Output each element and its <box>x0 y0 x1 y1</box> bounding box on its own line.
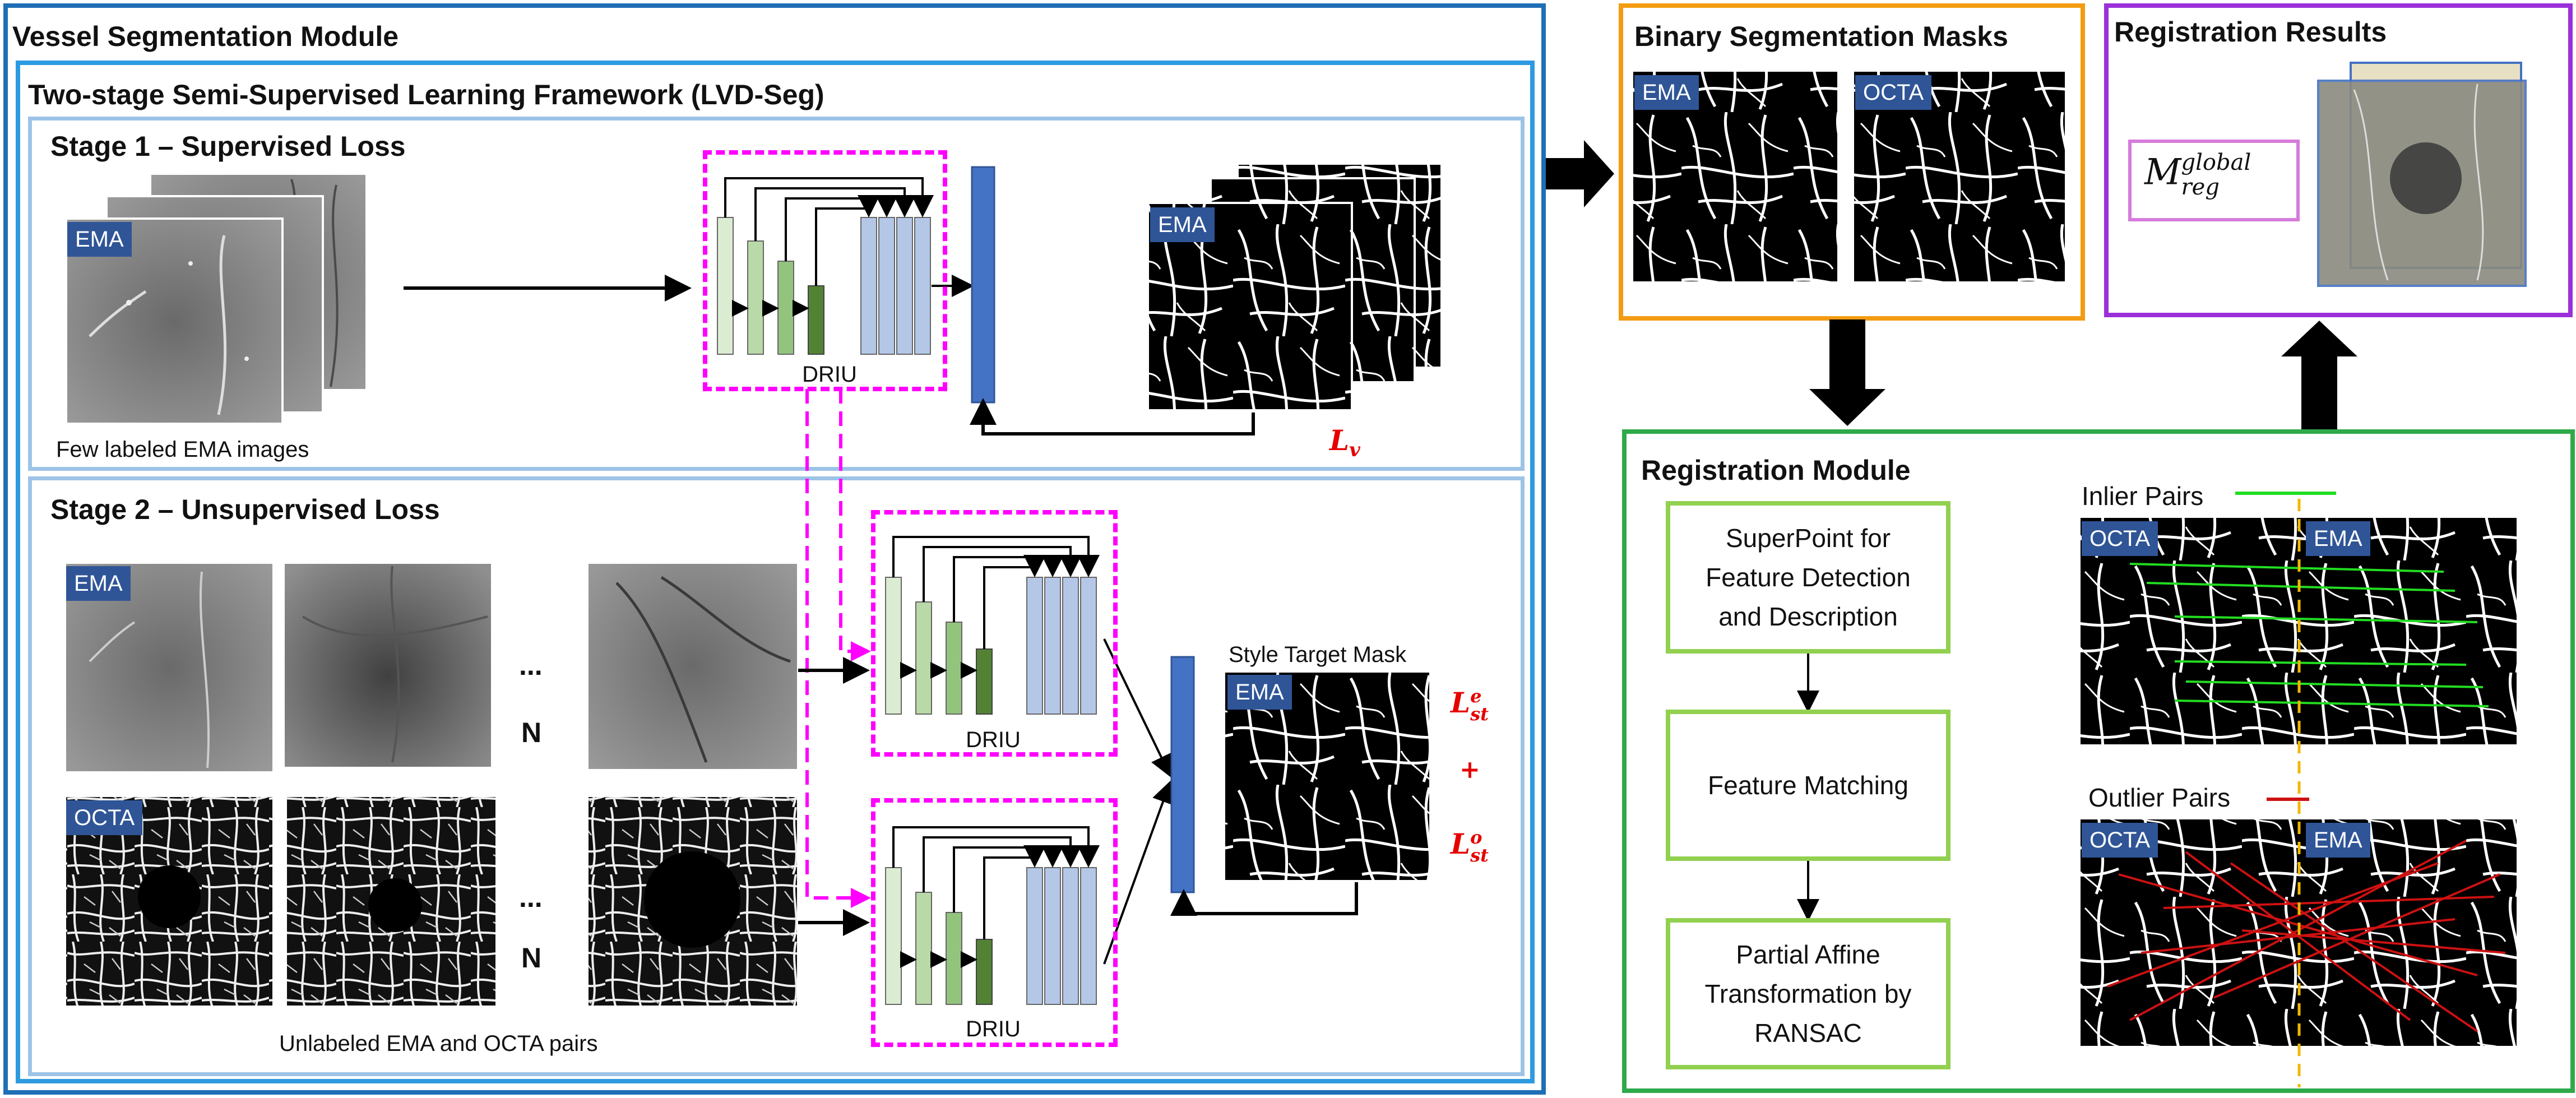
stage1-loss-symbol: L <box>1329 424 1350 457</box>
stage1-ema-stack <box>65 173 368 425</box>
to-registration-results-arrow <box>2281 321 2357 429</box>
formula-box <box>2128 140 2300 221</box>
stage1-output-layer <box>971 166 995 404</box>
stage2-loss-e-symbol: L <box>1451 686 1471 719</box>
stage2-ema-ellipsis: ... <box>519 650 543 681</box>
stage2-title: Stage 2 – Unsupervised Loss <box>50 494 440 525</box>
stage1-mask-tag: EMA <box>1150 207 1215 242</box>
binary-mask-octa-tag: OCTA <box>1855 75 1932 110</box>
stage1-mask-stack <box>1147 163 1443 411</box>
style-target-mask-tag: EMA <box>1227 675 1292 710</box>
stage2-driu-bottom-label: DRIU <box>966 1017 1021 1041</box>
to-registration-module-arrow <box>1809 319 1885 426</box>
registration-module-title: Registration Module <box>1641 455 1911 486</box>
flow-step-superpoint: SuperPoint for Feature Detection and Des… <box>1666 501 1950 654</box>
stage1-driu-network <box>717 177 974 355</box>
framework-box <box>16 61 1535 1083</box>
inlier-ema-tag: EMA <box>2306 521 2370 556</box>
style-target-label: Style Target Mask <box>1229 642 1407 667</box>
inlier-octa-tag: OCTA <box>2082 521 2158 556</box>
stage2-loss-o-superscript: o <box>1470 827 1482 848</box>
stage2-caption: Unlabeled EMA and OCTA pairs <box>279 1031 598 1056</box>
stage2-driu-top-label: DRIU <box>966 728 1021 752</box>
registration-results-box <box>2104 3 2573 317</box>
stage2-octa-ellipsis: ... <box>519 882 543 913</box>
binary-mask-ema-tag: EMA <box>1634 75 1699 110</box>
registration-module-box <box>1622 429 2575 1093</box>
stage2-output-layer <box>1170 656 1195 893</box>
stage1-driu-label: DRIU <box>802 362 857 387</box>
binary-masks-title: Binary Segmentation Masks <box>1634 21 2008 52</box>
stage2-driu-bottom-box <box>871 798 1118 1047</box>
stage1-loss-subscript: v <box>1349 439 1360 461</box>
outlier-pairs-label: Outlier Pairs <box>2088 783 2231 812</box>
vessel-segmentation-module <box>3 3 1546 1095</box>
stage1-caption: Few labeled EMA images <box>56 437 309 462</box>
framework-title: Two-stage Semi-Supervised Learning Frame… <box>28 79 824 110</box>
flow-step-feature-matching: Feature Matching <box>1666 710 1950 861</box>
registration-results-title: Registration Results <box>2114 16 2387 48</box>
stage2-loss-plus: + <box>1460 756 1480 784</box>
stage2-loss-o-subscript: st <box>1470 845 1489 866</box>
to-binary-masks-arrow <box>1546 140 1614 207</box>
stage2-ema-tag: EMA <box>66 566 131 601</box>
outlier-octa-tag: OCTA <box>2082 823 2158 858</box>
outlier-ema-tag: EMA <box>2306 823 2370 858</box>
stage2-loss-e-subscript: st <box>1470 703 1489 725</box>
stage1-ema-tag: EMA <box>67 222 132 257</box>
stage2-octa-tag: OCTA <box>66 800 143 835</box>
formula-base: M <box>2144 151 2181 193</box>
vessel-module-title: Vessel Segmentation Module <box>12 21 399 52</box>
stage2-octa-n: N <box>521 942 542 974</box>
stage1-box <box>28 117 1525 471</box>
formula-subscript: reg <box>2181 174 2220 200</box>
flow-step-ransac: Partial Affine Transformation by RANSAC <box>1666 918 1950 1069</box>
inlier-pairs-label: Inlier Pairs <box>2082 481 2204 511</box>
stage2-box <box>28 476 1525 1076</box>
stage1-driu-box <box>703 150 947 391</box>
stage1-title: Stage 1 – Supervised Loss <box>50 131 406 162</box>
stage2-ema-n: N <box>521 717 542 748</box>
stage2-driu-top-box <box>871 510 1118 757</box>
stage2-loss-o-symbol: L <box>1451 827 1471 860</box>
stage2-driu-bottom-network <box>885 826 1100 1005</box>
stage2-ema-images <box>66 564 797 771</box>
stage2-loss-e-superscript: e <box>1470 685 1482 707</box>
outlier-match-lines <box>2107 840 2506 1032</box>
stage1-loss: Lv <box>1329 424 1360 461</box>
stage2-driu-top-network <box>885 536 1100 715</box>
inlier-match-lines <box>2129 563 2489 707</box>
binary-masks-box <box>1619 3 2085 321</box>
formula-superscript: global <box>2181 150 2251 175</box>
stage2-octa-images <box>66 797 797 1006</box>
